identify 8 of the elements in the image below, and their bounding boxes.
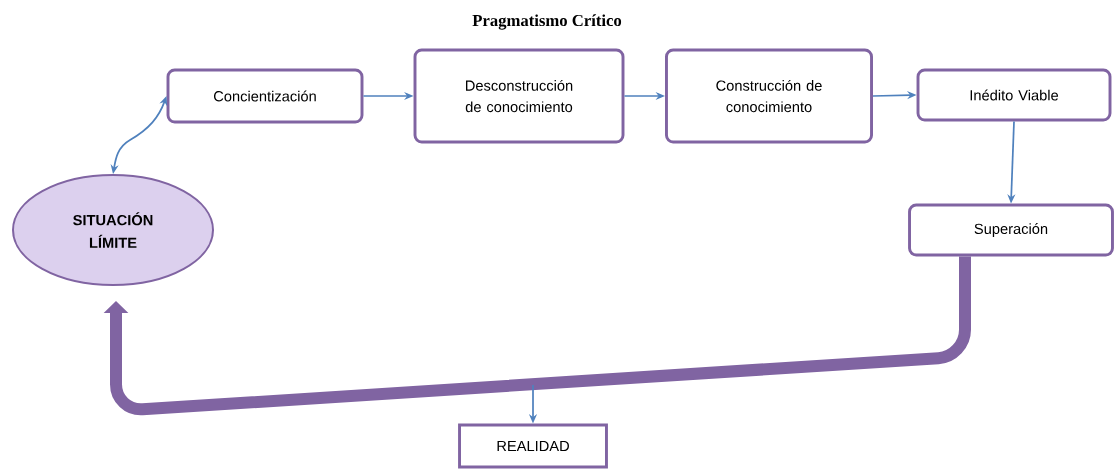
process-box: Construcción de conocimiento — [665, 48, 873, 144]
process-box: Concientización — [166, 68, 364, 124]
process-box: Desconstrucción de conocimiento — [413, 48, 625, 144]
result-box: REALIDAD — [458, 423, 608, 469]
feedback-arrow — [103, 256, 971, 416]
process-box: Superación — [908, 203, 1114, 257]
process-box: Inédito Viable — [916, 68, 1112, 122]
title: Pragmatismo Crítico — [472, 14, 622, 30]
